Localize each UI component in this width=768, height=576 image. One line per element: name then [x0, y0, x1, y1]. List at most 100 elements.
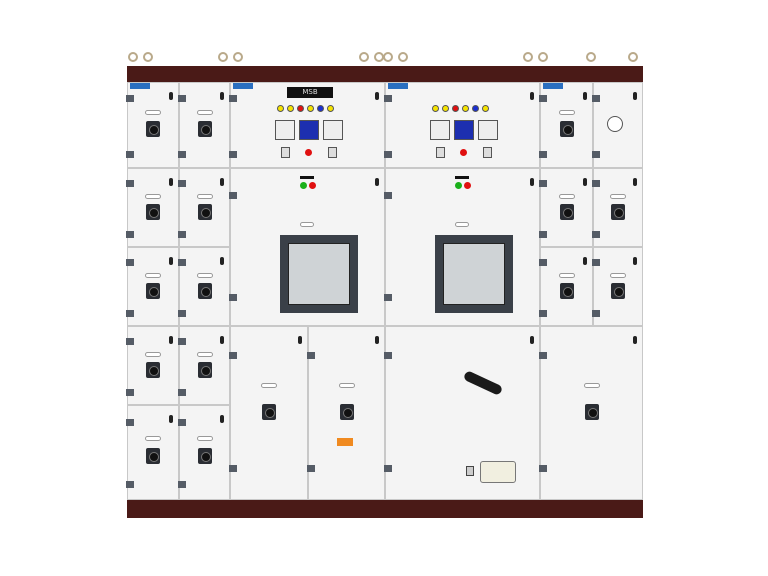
- hinge-icon: [229, 150, 237, 158]
- hinge-icon: [178, 337, 186, 345]
- lifting-eye-icon: [218, 52, 228, 62]
- rotary-switch-icon[interactable]: [559, 120, 574, 137]
- rotary-switch-icon[interactable]: [262, 404, 276, 421]
- door-lock-icon[interactable]: [169, 336, 173, 344]
- door-lock-icon[interactable]: [633, 92, 637, 100]
- lifting-eye-icon: [398, 52, 408, 62]
- indicator-lamp-yellow: [482, 105, 489, 112]
- door-lock-icon[interactable]: [375, 92, 379, 100]
- analog-meter-icon: [275, 120, 295, 140]
- hinge-icon: [384, 465, 392, 473]
- door-lock-icon[interactable]: [583, 178, 587, 186]
- door-lock-icon[interactable]: [530, 178, 534, 186]
- rotary-switch-icon[interactable]: [611, 282, 625, 299]
- acb-label-bar: [300, 176, 314, 179]
- rotary-switch-icon[interactable]: [611, 203, 625, 220]
- rotary-switch-icon[interactable]: [146, 120, 160, 137]
- label-tag: [338, 383, 355, 389]
- indicator-lamp-red: [452, 105, 459, 112]
- hinge-icon: [539, 352, 547, 360]
- hinge-icon: [126, 419, 134, 427]
- selector-switch-icon[interactable]: [328, 147, 337, 158]
- door-lock-icon[interactable]: [583, 92, 587, 100]
- hinge-icon: [307, 352, 315, 360]
- rotary-switch-icon[interactable]: [197, 120, 212, 137]
- indicator-lamp-yellow: [287, 105, 294, 112]
- door-lock-icon[interactable]: [633, 257, 637, 265]
- digital-meter-icon: [299, 120, 319, 140]
- hinge-icon: [126, 481, 134, 488]
- rotary-switch-icon[interactable]: [146, 282, 160, 299]
- door-lock-icon[interactable]: [375, 178, 379, 186]
- hinge-icon: [126, 310, 134, 318]
- door-lock-icon[interactable]: [633, 178, 637, 186]
- door-lock-icon[interactable]: [220, 257, 224, 265]
- label-tag: [196, 110, 213, 116]
- hinge-icon: [384, 150, 392, 158]
- label-tag: [261, 383, 277, 389]
- lifting-eye-icon: [628, 52, 638, 62]
- door-lock-icon[interactable]: [220, 92, 224, 100]
- brand-logo: [543, 83, 563, 89]
- door-lock-icon[interactable]: [530, 92, 534, 100]
- door-lock-icon[interactable]: [220, 415, 224, 423]
- label-tag: [145, 110, 161, 116]
- rotary-switch-icon[interactable]: [146, 361, 160, 378]
- red-indicator-lamp: [460, 149, 467, 156]
- selector-switch-icon[interactable]: [436, 147, 445, 158]
- digital-meter-icon: [454, 120, 474, 140]
- label-tag: [196, 436, 213, 442]
- msb-nameplate: MSB: [287, 87, 333, 98]
- hinge-icon: [539, 231, 547, 239]
- selector-switch-icon[interactable]: [483, 147, 492, 158]
- rotary-switch-icon[interactable]: [197, 361, 212, 378]
- hinge-icon: [178, 94, 186, 102]
- hinge-icon: [384, 191, 392, 199]
- indicator-lamp-yellow: [307, 105, 314, 112]
- door-lock-icon[interactable]: [169, 92, 173, 100]
- hinge-icon: [178, 481, 186, 488]
- door-lock-icon[interactable]: [375, 336, 379, 344]
- hinge-icon: [229, 465, 237, 473]
- label-tag: [196, 352, 213, 358]
- selector-switch-icon[interactable]: [281, 147, 290, 158]
- hinge-icon: [539, 150, 547, 158]
- hinge-icon: [539, 94, 547, 102]
- rotary-switch-icon[interactable]: [559, 282, 574, 299]
- green-lamp: [455, 182, 462, 189]
- door-lock-icon[interactable]: [298, 336, 302, 344]
- key-switch-icon[interactable]: [466, 466, 474, 476]
- pilot-lamp-white: [607, 116, 623, 132]
- indicator-lamp-yellow: [442, 105, 449, 112]
- indicator-lamp-yellow: [327, 105, 334, 112]
- panel-door[interactable]: [385, 326, 540, 500]
- door-lock-icon[interactable]: [220, 178, 224, 186]
- door-lock-icon[interactable]: [633, 336, 637, 344]
- door-lock-icon[interactable]: [169, 257, 173, 265]
- red-lamp: [464, 182, 471, 189]
- door-lock-icon[interactable]: [530, 336, 534, 344]
- hinge-icon: [539, 258, 547, 266]
- rotary-switch-icon[interactable]: [197, 203, 212, 220]
- label-tag: [558, 273, 575, 279]
- hinge-icon: [178, 231, 186, 239]
- analog-meter-icon: [323, 120, 343, 140]
- rotary-switch-icon[interactable]: [584, 404, 599, 421]
- door-lock-icon[interactable]: [583, 257, 587, 265]
- label-tag: [583, 383, 600, 389]
- lifting-eye-icon: [523, 52, 533, 62]
- door-lock-icon[interactable]: [169, 415, 173, 423]
- label-tag: [455, 222, 469, 227]
- rotary-switch-icon[interactable]: [146, 203, 160, 220]
- hinge-icon: [229, 352, 237, 360]
- rotary-switch-icon[interactable]: [146, 447, 160, 464]
- terminal-block-icon: [337, 438, 353, 446]
- rotary-switch-icon[interactable]: [197, 447, 212, 464]
- rotary-switch-icon[interactable]: [559, 203, 574, 220]
- door-lock-icon[interactable]: [169, 178, 173, 186]
- door-lock-icon[interactable]: [220, 336, 224, 344]
- hinge-icon: [229, 94, 237, 102]
- rotary-switch-icon[interactable]: [339, 404, 354, 421]
- rotary-switch-icon[interactable]: [197, 282, 212, 299]
- hinge-icon: [307, 465, 315, 473]
